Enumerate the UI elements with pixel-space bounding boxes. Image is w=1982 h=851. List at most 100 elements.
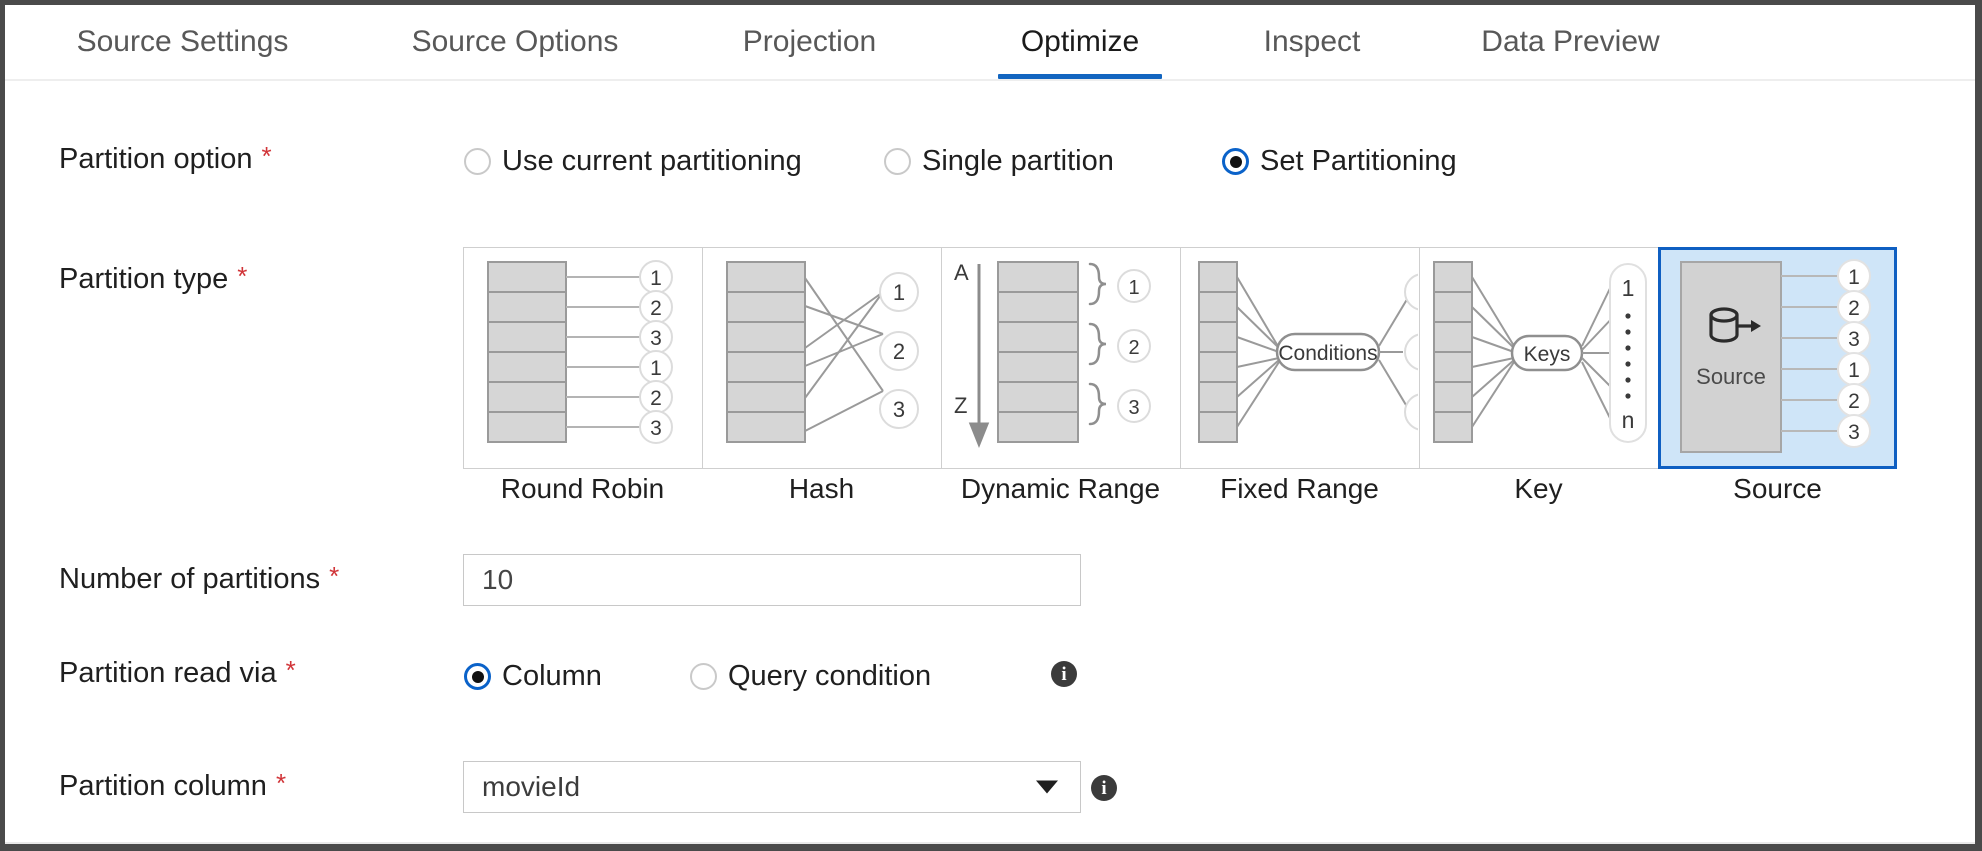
tab-label: Source Settings (76, 25, 289, 58)
tab-source-options[interactable]: Source Options (400, 5, 630, 79)
tab-bar: Source Settings Source Options Projectio… (5, 5, 1975, 81)
tab-label: Inspect (1263, 25, 1361, 58)
source-block (1680, 261, 1782, 453)
svg-text:2: 2 (1128, 337, 1139, 359)
required-marker: * (261, 141, 272, 171)
svg-text:2: 2 (1848, 390, 1860, 413)
radio-label: Single partition (922, 145, 1114, 177)
svg-text:1: 1 (1848, 266, 1860, 289)
radio-single-partition[interactable]: Single partition (884, 145, 1222, 178)
tab-label: Source Options (411, 25, 619, 58)
partition-type-card-round-robin[interactable]: 1 2 3 1 2 3 (463, 247, 702, 469)
svg-text:2: 2 (1848, 297, 1860, 320)
partition-type-label-fixed-range: Fixed Range (1220, 473, 1379, 504)
radio-mark-icon[interactable] (884, 148, 911, 175)
svg-text:3: 3 (1417, 402, 1418, 425)
required-marker: * (285, 655, 296, 685)
partition-read-via-radio-group[interactable]: Column Query condition (464, 660, 931, 693)
partition-option-radio-group[interactable]: Use current partitioning Single partitio… (464, 145, 1457, 178)
radio-label: Set Partitioning (1260, 145, 1457, 177)
conditions-node-label: Conditions (1278, 342, 1377, 365)
svg-text:3: 3 (1128, 397, 1139, 419)
database-icon (1709, 307, 1761, 343)
key-diagram: Keys 1 n (1433, 261, 1647, 443)
hash-diagram: 1 2 3 (726, 261, 919, 443)
number-of-partitions-label: Number of partitions* (59, 561, 340, 595)
tab-label: Optimize (1020, 25, 1140, 58)
input-value: 10 (482, 564, 514, 595)
optimize-panel: Source Settings Source Options Projectio… (5, 5, 1975, 844)
partition-type-card-dynamic-range[interactable]: A Z (941, 247, 1180, 469)
svg-text:2: 2 (650, 297, 662, 320)
key-range-capsule (1609, 263, 1647, 443)
tab-source-settings[interactable]: Source Settings (65, 5, 300, 79)
partition-type-selector[interactable]: 1 2 3 1 2 3 (463, 247, 1897, 469)
radio-mark-icon[interactable] (464, 663, 491, 690)
partition-type-label: Partition type* (59, 261, 248, 295)
partition-type-label-source: Source (1733, 473, 1822, 504)
svg-text:3: 3 (650, 327, 662, 350)
partition-option-label: Partition option* (59, 141, 272, 175)
radio-mark-icon[interactable] (1222, 148, 1249, 175)
tab-label: Projection (742, 25, 877, 58)
svg-text:n: n (1622, 407, 1635, 433)
svg-text:1: 1 (1128, 277, 1139, 299)
svg-text:2: 2 (1417, 342, 1418, 365)
partition-type-label-row: Round Robin Hash Dynamic Range Fixed Ran… (463, 473, 1897, 515)
radio-query-condition[interactable]: Query condition (690, 660, 931, 693)
svg-text:1: 1 (650, 267, 662, 290)
radio-mark-icon[interactable] (690, 663, 717, 690)
svg-text:1: 1 (1848, 359, 1860, 382)
svg-text:1: 1 (650, 357, 662, 380)
tab-projection[interactable]: Projection (727, 5, 892, 79)
partition-type-card-hash[interactable]: 1 2 3 (702, 247, 941, 469)
dropdown-value: movieId (482, 771, 581, 802)
source-diagram: Source 1 2 3 1 2 3 (1680, 259, 1871, 453)
svg-text:3: 3 (1848, 328, 1860, 351)
svg-text:2: 2 (893, 339, 905, 364)
required-marker: * (237, 261, 248, 291)
partition-type-card-source[interactable]: Source 1 2 3 1 2 3 (1658, 247, 1897, 469)
radio-label: Query condition (728, 660, 932, 692)
partition-type-card-key[interactable]: Keys 1 n (1419, 247, 1658, 469)
dynamic-range-diagram: A Z (954, 260, 1151, 449)
radio-use-current-partitioning[interactable]: Use current partitioning (464, 145, 884, 178)
partition-type-label-round-robin: Round Robin (500, 473, 665, 504)
tab-data-preview[interactable]: Data Preview (1468, 5, 1673, 79)
radio-mark-icon[interactable] (464, 148, 491, 175)
axis-start-label: A (954, 260, 969, 285)
number-of-partitions-input[interactable]: 10 (463, 554, 1081, 606)
partition-type-card-fixed-range[interactable]: Conditions 1 2 3 (1180, 247, 1419, 469)
svg-text:2: 2 (650, 387, 662, 410)
radio-set-partitioning[interactable]: Set Partitioning (1222, 145, 1457, 178)
radio-column[interactable]: Column (464, 660, 690, 693)
partition-column-dropdown[interactable]: movieId (463, 761, 1081, 813)
svg-text:3: 3 (650, 417, 662, 440)
required-marker: * (329, 561, 340, 591)
fixed-range-diagram: Conditions 1 2 3 (1198, 261, 1418, 443)
radio-label: Column (502, 660, 602, 692)
required-marker: * (275, 768, 287, 798)
partition-read-via-label: Partition read via* (59, 655, 296, 689)
svg-text:1: 1 (893, 280, 905, 305)
axis-end-label: Z (954, 393, 967, 418)
active-tab-indicator (998, 74, 1162, 79)
svg-text:3: 3 (1848, 421, 1860, 444)
tab-label: Data Preview (1481, 25, 1660, 58)
partition-column-info-icon[interactable]: i (1091, 775, 1117, 801)
tab-inspect[interactable]: Inspect (1247, 5, 1377, 79)
svg-text:3: 3 (893, 397, 905, 422)
partition-type-label-hash: Hash (788, 473, 855, 504)
source-block-label: Source (1696, 364, 1766, 389)
bottom-divider (5, 842, 1975, 844)
partition-type-label-key: Key (1514, 473, 1563, 504)
tab-optimize[interactable]: Optimize (990, 5, 1170, 79)
svg-text:1: 1 (1417, 282, 1418, 305)
keys-node-label: Keys (1524, 343, 1571, 366)
round-robin-diagram: 1 2 3 1 2 3 (487, 260, 673, 444)
radio-label: Use current partitioning (502, 145, 802, 177)
partition-type-label-dynamic-range: Dynamic Range (960, 473, 1161, 504)
chevron-down-icon[interactable] (1036, 780, 1058, 794)
svg-text:1: 1 (1622, 275, 1635, 301)
partition-read-via-info-icon[interactable]: i (1051, 661, 1077, 687)
